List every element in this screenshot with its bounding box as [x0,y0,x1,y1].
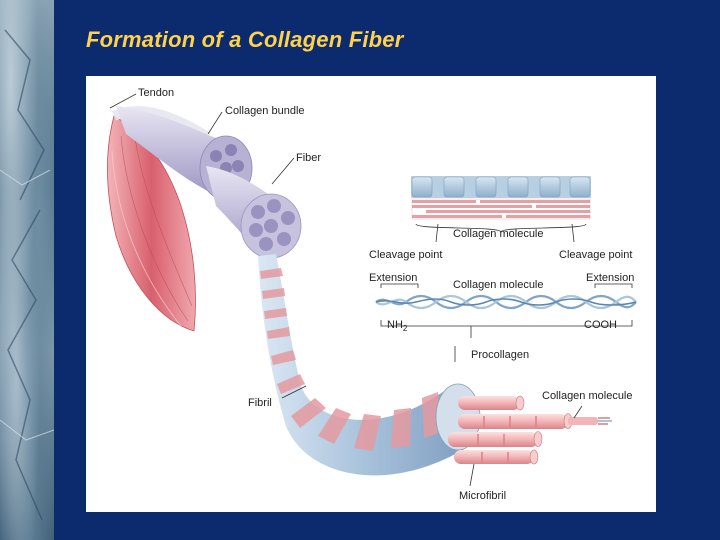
label-collagen-molecule-bottom: Collagen molecule [542,390,633,402]
label-collagen-molecule-top: Collagen molecule [453,228,544,240]
marble-side-strip [0,0,54,540]
collagen-illustration [107,93,637,487]
slide-title: Formation of a Collagen Fiber [86,27,404,52]
marble-veins [0,29,54,521]
label-fibril: Fibril [248,397,272,409]
label-nh2-subscript: 2 [402,324,408,334]
collagen-molecule-array [411,176,591,233]
label-extension-right: Extension [586,272,635,284]
leader-lines [109,93,583,487]
fibril [258,254,481,476]
label-extension-left: Extension [369,272,418,284]
microfibrils [448,395,612,465]
label-cleavage-point-right: Cleavage point [559,249,633,261]
label-cleavage-point-left: Cleavage point [369,249,443,261]
label-nh2-text: NH [387,319,403,331]
label-collagen-molecule-mid: Collagen molecule [453,279,544,291]
label-tendon: Tendon [138,87,175,99]
label-fiber: Fiber [296,152,322,164]
label-microfibril: Microfibril [459,490,507,502]
label-nh2: NH2 [387,319,407,333]
label-procollagen: Procollagen [471,349,530,361]
procollagen-helix [375,283,637,327]
fiber [206,166,302,259]
label-cooh: COOH [584,319,617,331]
label-collagen-bundle: Collagen bundle [225,105,305,117]
diagram-panel: Tendon Collagen bundle Fiber Collagen mo… [86,76,656,512]
